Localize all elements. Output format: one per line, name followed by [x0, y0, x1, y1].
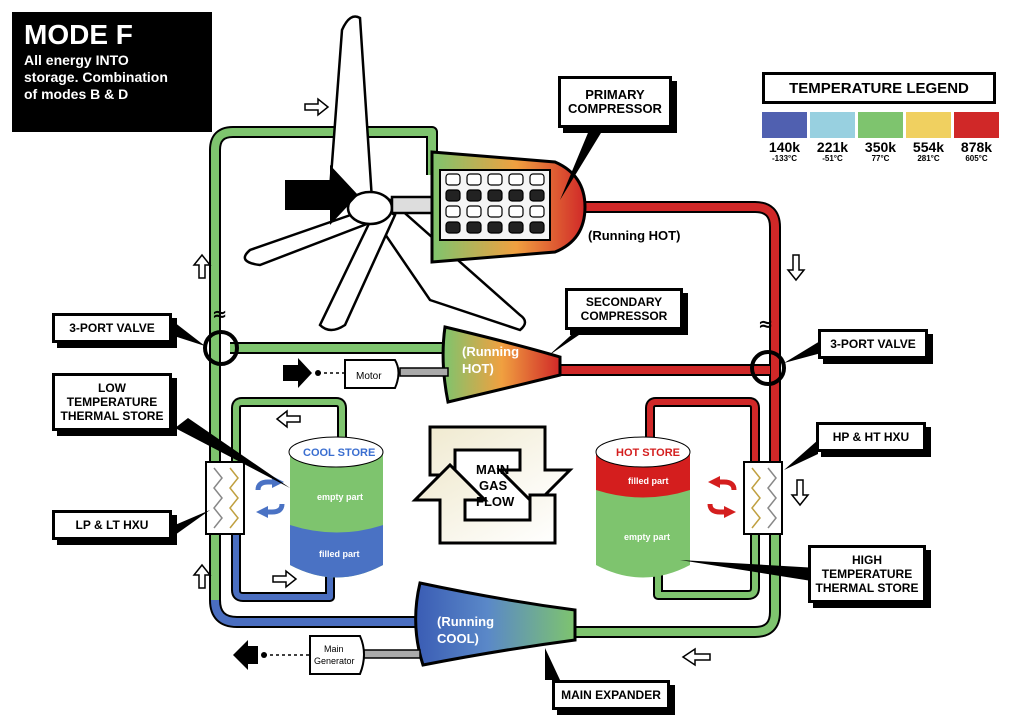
legend-celsius: 77°C [871, 154, 890, 163]
low-temp-store-label: LOW TEMPERATURE THERMAL STORE [52, 373, 172, 431]
wind-turbine [243, 15, 527, 332]
wind-arrow-icon [285, 165, 358, 225]
legend-kelvin: 554k [912, 139, 945, 155]
lp-lt-hxu-label: LP & LT HXU [52, 510, 172, 540]
primary-running-label: (Running HOT) [588, 228, 680, 243]
valve-left-icon [203, 330, 239, 366]
secondary-compressor-body [441, 325, 562, 404]
primary-compressor-label: PRIMARY COMPRESSOR [558, 76, 672, 128]
main-generator-label-1: Main [324, 644, 344, 654]
legend-celsius: -133°C [772, 154, 797, 163]
legend-swatch [810, 112, 855, 138]
cool-store-filled-label: filled part [319, 549, 360, 559]
arrow-left-icon [681, 647, 711, 667]
callout-pointers [174, 128, 825, 680]
main-gas-flow-label-1: MAIN [476, 462, 509, 477]
main-expander-body [414, 581, 577, 667]
motor-label: Motor [356, 371, 382, 382]
hot-store-title: HOT STORE [616, 447, 680, 459]
legend-swatch [954, 112, 999, 138]
expander-running-label-2: COOL) [437, 631, 479, 646]
cool-store [288, 436, 384, 578]
legend-celsius: 605°C [965, 154, 988, 163]
main-gas-flow-label-3: FLOW [476, 494, 515, 509]
legend-swatch [906, 112, 951, 138]
hp-ht-hxu-label: HP & HT HXU [816, 422, 926, 452]
valve-right-wave-icon: ≈ [758, 314, 773, 335]
motor-icon [344, 359, 400, 389]
flow-direction-arrows [192, 97, 810, 667]
mode-box: MODE F All energy INTO storage. Combinat… [12, 12, 212, 132]
valve-right-label: 3-PORT VALVE [818, 329, 928, 359]
cool-store-empty-label: empty part [317, 492, 363, 502]
legend-kelvin: 878k [960, 139, 993, 155]
hot-store [595, 436, 691, 578]
motor-input-arrow-icon [283, 358, 312, 388]
legend-kelvin: 140k [768, 139, 801, 155]
arrow-up-icon [192, 253, 212, 279]
hot-cycle-arrows-icon [707, 479, 737, 515]
generator-output-arrow-icon [233, 640, 258, 670]
generator-shaft [363, 649, 421, 659]
arrow-right-icon [272, 569, 298, 589]
arrow-up-icon [192, 563, 212, 589]
valve-right-icon [750, 350, 786, 386]
valve-left-wave-icon: ≈ [212, 304, 227, 325]
legend-celsius: -51°C [822, 154, 843, 163]
secondary-compressor-label: SECONDARY COMPRESSOR [565, 288, 683, 330]
secondary-running-label-1: (Running [462, 344, 519, 359]
legend-celsius: 281°C [917, 154, 940, 163]
pipe-network [209, 126, 781, 638]
valve-left-label: 3-PORT VALVE [52, 313, 172, 343]
arrow-down-icon [790, 479, 810, 507]
main-gas-flow-label-2: GAS [479, 478, 508, 493]
main-generator-label-2: Generator [314, 656, 355, 666]
motor-shaft [399, 367, 449, 377]
secondary-running-label-2: HOT) [462, 361, 494, 376]
mode-title: MODE F [24, 19, 133, 50]
legend-swatch [762, 112, 807, 138]
compressor-stages-icon [439, 169, 551, 241]
main-expander-label: MAIN EXPANDER [552, 680, 670, 710]
cool-cycle-arrows-icon [255, 479, 285, 515]
cool-store-title: COOL STORE [303, 447, 375, 459]
expander-running-label-1: (Running [437, 614, 494, 629]
arrow-right-icon [304, 97, 330, 117]
lp-lt-hxu-icon [205, 461, 245, 535]
hot-store-filled-label: filled part [628, 476, 669, 486]
legend-swatch [858, 112, 903, 138]
legend-kelvin: 350k [864, 139, 897, 155]
main-gas-flow-icon [411, 425, 574, 545]
main-generator-icon [309, 635, 365, 675]
arrow-down-icon [786, 254, 806, 282]
mode-description: All energy INTO storage. Combination of … [24, 52, 168, 102]
hp-ht-hxu-icon [743, 461, 783, 535]
temperature-legend-title: TEMPERATURE LEGEND [762, 72, 996, 104]
hot-store-empty-label: empty part [624, 532, 670, 542]
legend-kelvin: 221k [816, 139, 849, 155]
arrow-left-icon [275, 409, 301, 429]
high-temp-store-label: HIGH TEMPERATURE THERMAL STORE [808, 545, 926, 603]
